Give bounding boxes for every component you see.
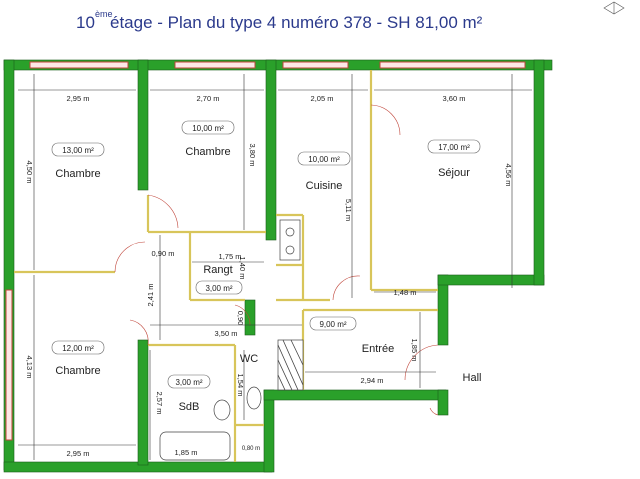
dim-corridor-height: 2,41 m xyxy=(146,284,155,307)
area-rangt: 3,00 m² xyxy=(205,284,232,293)
dim-small-bottom: 0,80 m xyxy=(242,446,260,452)
dim-wc-width: 0,90 xyxy=(236,311,245,326)
room-hall: Hall xyxy=(463,372,482,384)
area-entree: 9,00 m² xyxy=(319,320,346,329)
room-chambre-top-left: 13,00 m² Chambre xyxy=(51,142,105,180)
area-chambre-bottom-left: 12,00 m² xyxy=(62,344,94,353)
dim-entree-height: 1,85 m xyxy=(410,339,419,362)
plan-title: 10 ème étage - Plan du type 4 numéro 378… xyxy=(76,9,483,32)
dim-sejour-height: 4,56 m xyxy=(504,164,513,187)
dim-sejour-width: 3,60 m xyxy=(443,94,466,103)
exterior-walls xyxy=(3,59,553,473)
partitions xyxy=(14,70,438,462)
dim-cuisine-height: 5,11 m xyxy=(344,199,353,221)
room-chambre-top-mid: 10,00 m² Chambre xyxy=(181,120,235,158)
area-chambre-top-mid: 10,00 m² xyxy=(192,124,224,133)
dim-corridor-small: 0,90 m xyxy=(152,249,175,258)
title-floor-superscript: ème xyxy=(95,9,113,19)
label-wc: WC xyxy=(240,353,258,365)
shaft-hatch xyxy=(277,339,304,391)
room-rangt: Rangt 3,00 m² xyxy=(195,264,243,295)
dim-sdb-width: 1,85 m xyxy=(175,448,198,457)
room-sejour: 17,00 m² Séjour xyxy=(427,139,481,179)
windows xyxy=(5,61,526,441)
dim-chambre-tl-width: 2,95 m xyxy=(67,94,90,103)
doors xyxy=(114,104,439,416)
area-chambre-top-left: 13,00 m² xyxy=(62,146,94,155)
label-chambre-top-mid: Chambre xyxy=(185,146,230,158)
label-chambre-bottom-left: Chambre xyxy=(55,365,100,377)
bathtub-icon xyxy=(159,431,231,461)
title-floor-number: 10 xyxy=(76,13,95,32)
room-cuisine: 10,00 m² Cuisine xyxy=(297,151,351,192)
dim-rangt-width: 1,75 m xyxy=(219,252,242,261)
dim-chambre-bl-height: 4,13 m xyxy=(25,356,34,379)
toilet-icon xyxy=(246,386,262,410)
kitchen-sink-icon xyxy=(279,219,301,261)
washbasin-icon xyxy=(213,399,231,421)
area-sejour: 17,00 m² xyxy=(438,143,470,152)
dim-entree-width: 2,94 m xyxy=(361,376,384,385)
dimension-labels: 2,95 m 2,70 m 2,05 m 3,60 m 4,50 m 3,80 … xyxy=(25,94,513,458)
area-cuisine: 10,00 m² xyxy=(308,155,340,164)
fixtures xyxy=(159,219,304,461)
dim-chambre-tm-height: 3,80 m xyxy=(248,144,257,167)
label-cuisine: Cuisine xyxy=(306,180,343,192)
dim-chambre-tl-height: 4,50 m xyxy=(25,161,34,184)
label-entree: Entrée xyxy=(362,343,394,355)
dim-wc-height: 1,54 m xyxy=(236,374,245,397)
dim-sdb-height: 2,57 m xyxy=(155,392,164,415)
room-chambre-bottom-left: 12,00 m² Chambre xyxy=(51,340,105,377)
dim-corridor-width: 3,50 m xyxy=(215,329,238,338)
room-wc: WC xyxy=(240,353,258,365)
room-entree: 9,00 m² Entrée xyxy=(309,316,394,355)
area-sdb: 3,00 m² xyxy=(175,378,202,387)
dimension-lines xyxy=(18,74,532,460)
dim-rangt-height: 1,40 m xyxy=(238,257,247,280)
label-chambre-top-left: Chambre xyxy=(55,168,100,180)
dim-entree-top: 1,48 m xyxy=(394,288,417,297)
room-sdb: 3,00 m² SdB xyxy=(167,374,211,413)
title-text: étage - Plan du type 4 numéro 378 - SH 8… xyxy=(110,13,483,32)
label-rangt: Rangt xyxy=(203,264,232,276)
label-sdb: SdB xyxy=(179,401,200,413)
label-hall: Hall xyxy=(463,372,482,384)
dim-cuisine-width: 2,05 m xyxy=(311,94,334,103)
dim-chambre-tm-width: 2,70 m xyxy=(197,94,220,103)
label-sejour: Séjour xyxy=(438,167,470,179)
dim-chambre-bl-width: 2,95 m xyxy=(67,449,90,458)
compass-icon xyxy=(603,1,625,15)
